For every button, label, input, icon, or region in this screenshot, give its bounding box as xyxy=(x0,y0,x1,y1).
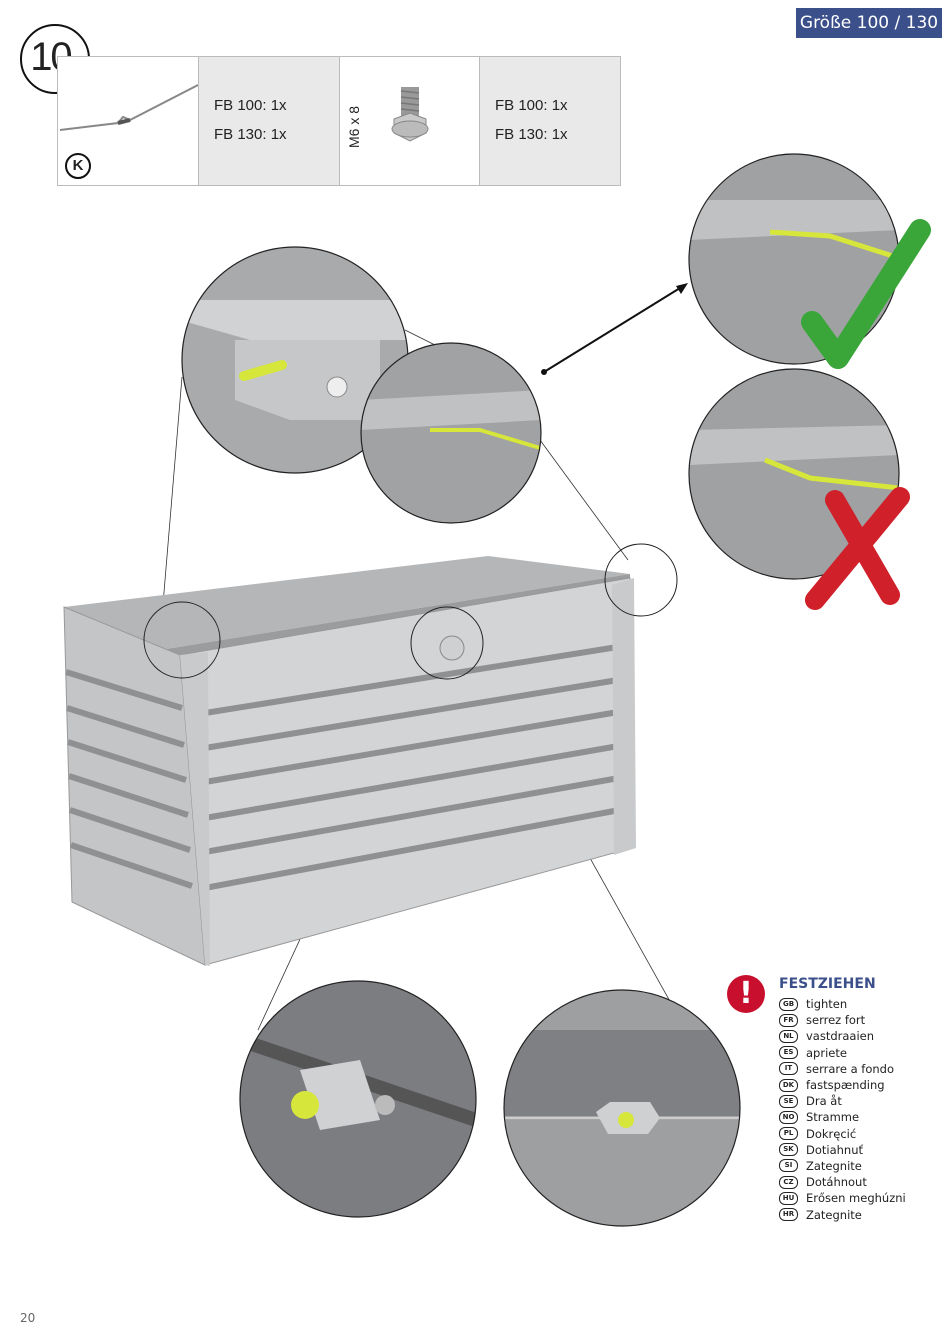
lang-code: IT xyxy=(779,1062,798,1076)
lang-text: Stramme xyxy=(806,1110,860,1125)
lang-code: NL xyxy=(779,1029,798,1043)
exclamation-icon: ! xyxy=(727,975,765,1013)
lang-text: Zategnite xyxy=(806,1207,862,1222)
list-item: HU Erősen meghúzni xyxy=(779,1190,906,1206)
part-k-label: K xyxy=(65,153,91,179)
translation-list: GB tighten FR serrez fort NL vastdraaien ES… xyxy=(779,996,906,1223)
part-k-image: K xyxy=(58,57,199,185)
screw-image: M6 x 8 xyxy=(339,57,479,185)
lang-code: HU xyxy=(779,1191,798,1205)
arrow-icon xyxy=(541,283,688,375)
lang-text: serrez fort xyxy=(806,1013,866,1028)
lang-code: GB xyxy=(779,997,798,1011)
lang-text: fastspænding xyxy=(806,1078,885,1093)
cross-icon xyxy=(805,487,910,610)
warning-title: FESTZIEHEN xyxy=(779,976,876,992)
lang-text: Dra åt xyxy=(806,1094,842,1109)
lang-text: Dotiahnuť xyxy=(806,1142,864,1157)
tension-rod-icon xyxy=(59,84,199,131)
list-item: DK fastspænding xyxy=(779,1077,906,1093)
lang-code: SK xyxy=(779,1143,798,1157)
qty-fb130: FB 130: 1x xyxy=(495,126,568,143)
size-badge: Größe 100 / 130 xyxy=(796,8,942,38)
lang-text: Erősen meghúzni xyxy=(806,1191,906,1206)
lang-text: Dotáhnout xyxy=(806,1175,867,1190)
lang-code: HR xyxy=(779,1208,798,1222)
parts-table: K FB 100: 1x FB 130: 1x M6 x 8 FB 100: 1… xyxy=(57,56,621,186)
page-number: 20 xyxy=(20,1311,36,1325)
screw-icon xyxy=(391,87,429,142)
qty-fb130: FB 130: 1x xyxy=(214,126,287,143)
lang-code: SE xyxy=(779,1094,798,1108)
qty-fb100: FB 100: 1x xyxy=(495,97,568,114)
list-item: FR serrez fort xyxy=(779,1012,906,1028)
lang-code: ES xyxy=(779,1046,798,1060)
qty-fb100: FB 100: 1x xyxy=(214,97,287,114)
list-item: HR Zategnite xyxy=(779,1206,906,1222)
lang-text: serrare a fondo xyxy=(806,1061,894,1076)
lang-text: Dokręcić xyxy=(806,1126,857,1141)
lang-code: PL xyxy=(779,1127,798,1141)
lang-text: tighten xyxy=(806,997,848,1012)
check-icon xyxy=(801,219,931,369)
list-item: SI Zategnite xyxy=(779,1158,906,1174)
part-k-qty: FB 100: 1x FB 130: 1x xyxy=(198,57,339,185)
planter-box xyxy=(63,556,636,966)
lang-text: vastdraaien xyxy=(806,1029,875,1044)
list-item: PL Dokręcić xyxy=(779,1126,906,1142)
lang-text: Zategnite xyxy=(806,1158,862,1173)
lang-code: FR xyxy=(779,1013,798,1027)
list-item: SE Dra åt xyxy=(779,1093,906,1109)
list-item: NL vastdraaien xyxy=(779,1028,906,1044)
list-item: NO Stramme xyxy=(779,1109,906,1125)
lang-text: apriete xyxy=(806,1045,847,1060)
list-item: SK Dotiahnuť xyxy=(779,1142,906,1158)
lang-code: NO xyxy=(779,1110,798,1124)
list-item: CZ Dotáhnout xyxy=(779,1174,906,1190)
list-item: ES apriete xyxy=(779,1045,906,1061)
lang-code: DK xyxy=(779,1078,798,1092)
lang-code: SI xyxy=(779,1159,798,1173)
screw-qty: FB 100: 1x FB 130: 1x xyxy=(479,57,620,185)
list-item: GB tighten xyxy=(779,996,906,1012)
lang-code: CZ xyxy=(779,1175,798,1189)
list-item: IT serrare a fondo xyxy=(779,1061,906,1077)
